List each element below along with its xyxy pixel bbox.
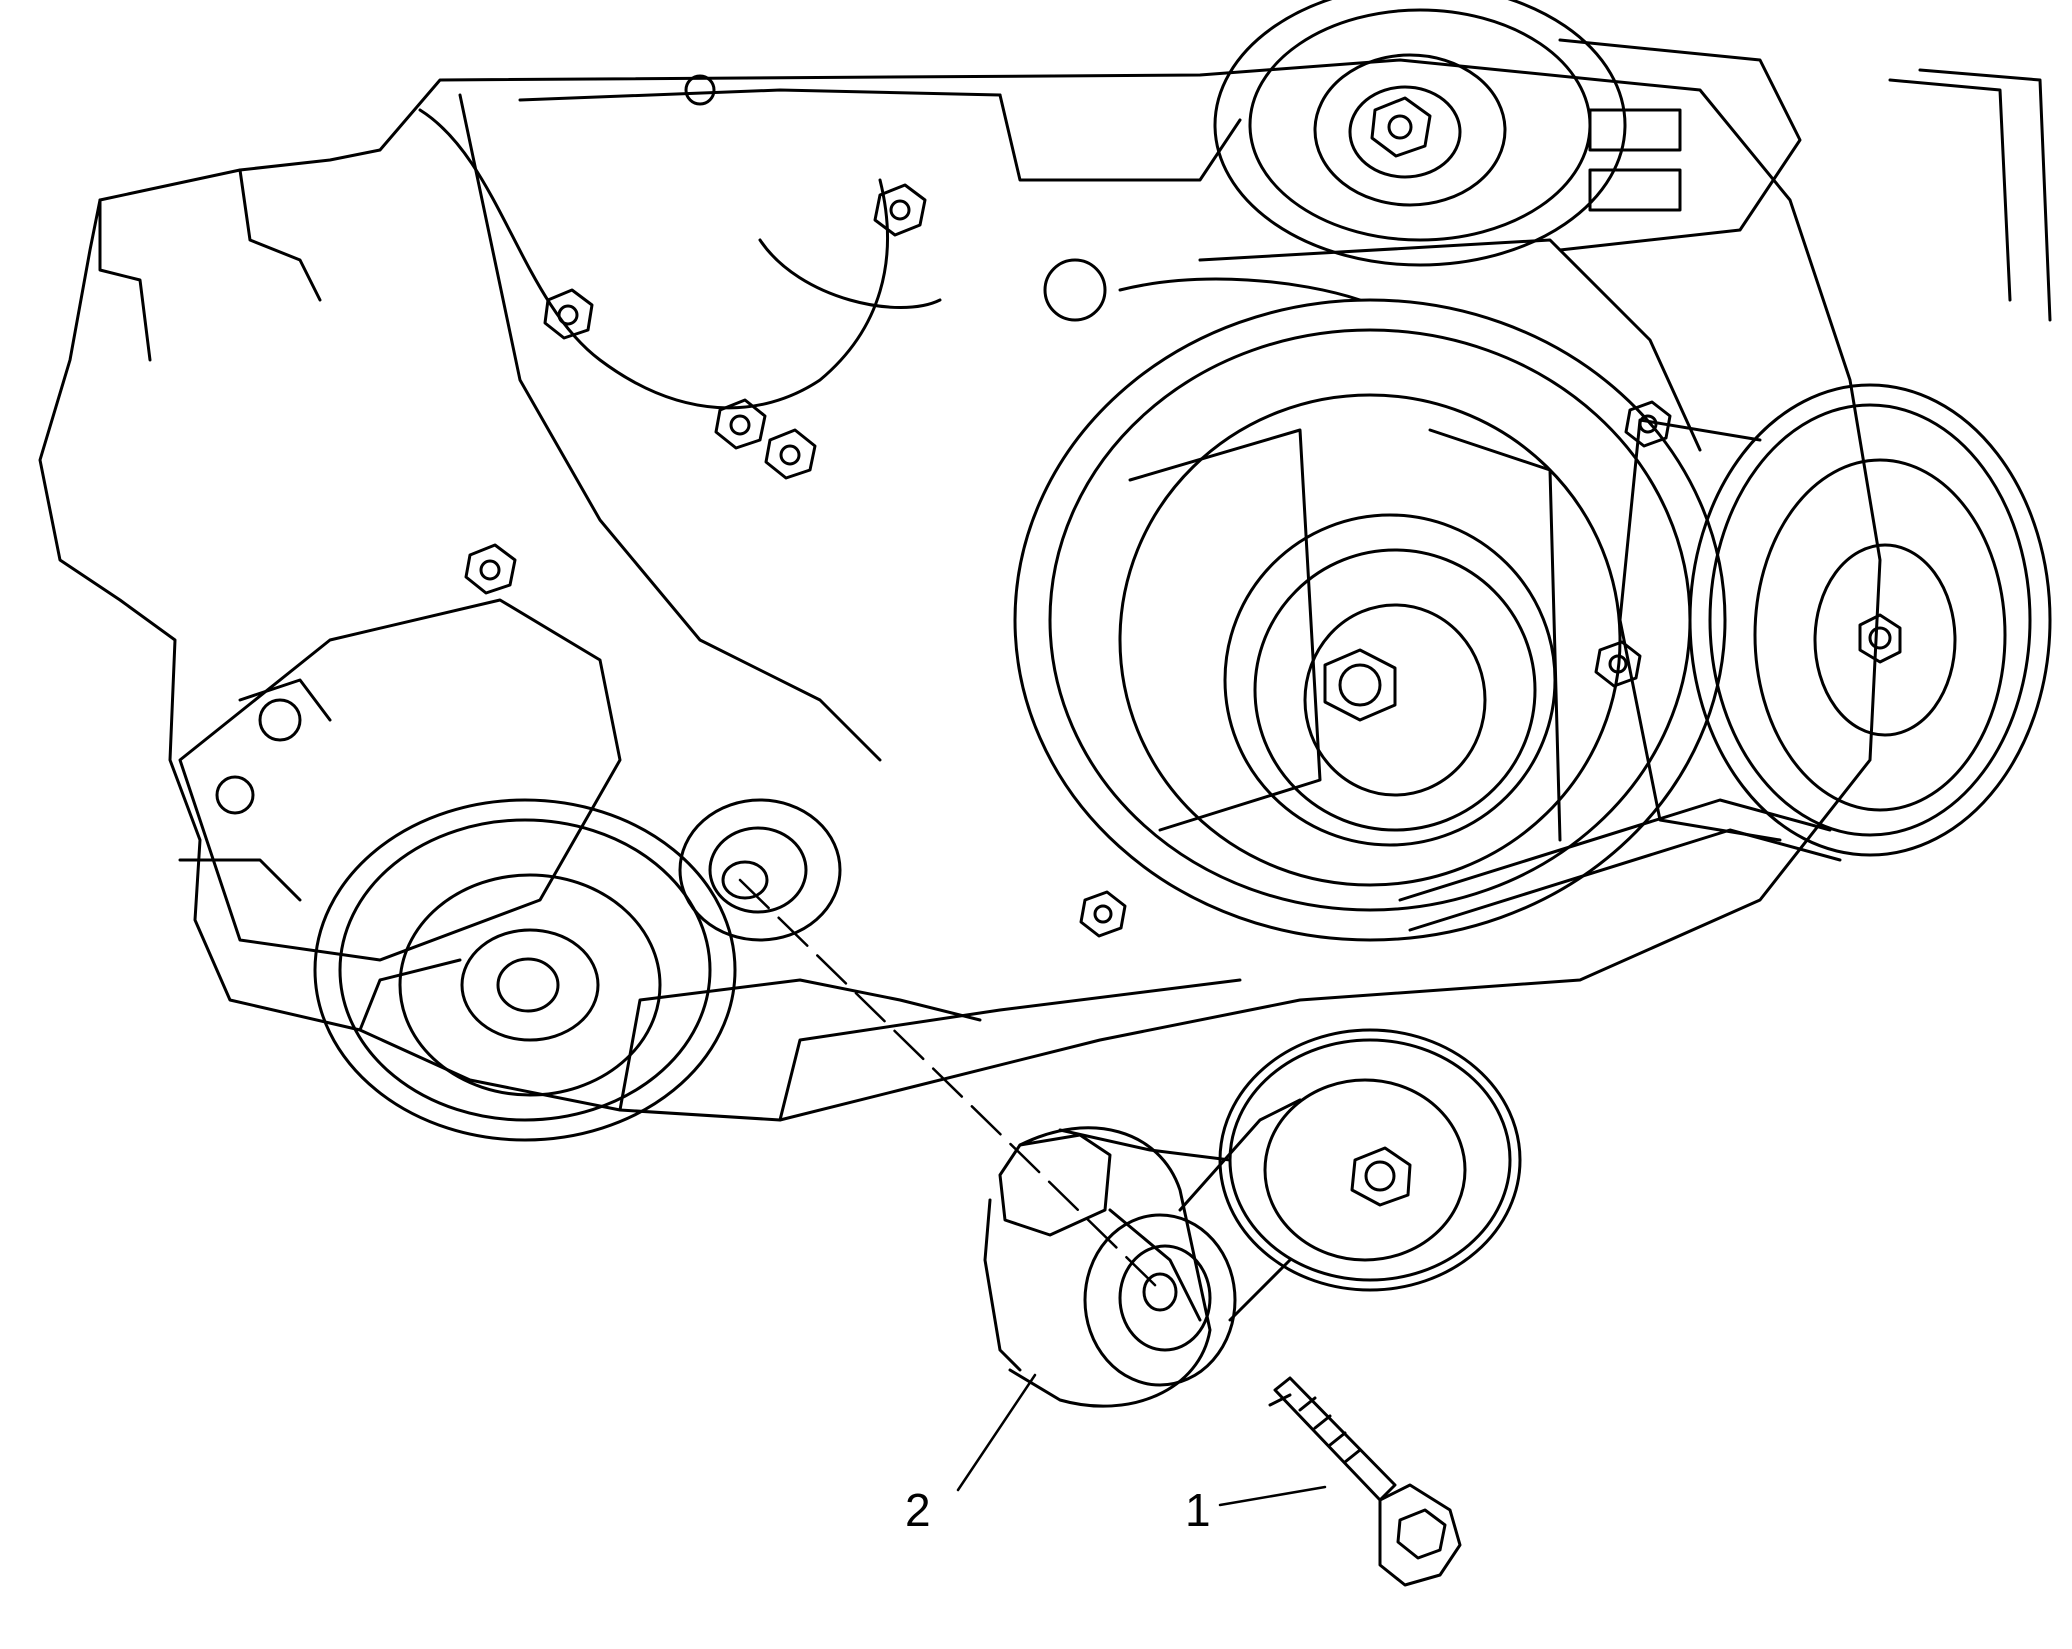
power-steering-pulley [313,798,737,1142]
bolt-head-icon [1079,890,1127,938]
bolt-head-icon [764,428,817,480]
callout-1-leader [1218,1485,1327,1507]
tensioner-bolt [1268,1376,1462,1587]
bolt-head-icon [714,398,767,450]
bolt-head-icon [464,543,517,595]
bolt-head-icon [543,288,594,340]
callout-number-2: 2 [905,1484,931,1536]
tensioner-mount-boss [678,798,842,942]
install-centerline [738,878,1162,1292]
drive-belt-tensioner [983,1028,1522,1408]
callout-2-leader [956,1373,1037,1492]
upper-pulley [1213,0,1802,267]
ac-compressor-pulley [1618,383,2052,857]
bolt-head-icon [1370,96,1432,158]
callout-number-1: 1 [1185,1484,1211,1536]
drive-belt [1398,68,2052,932]
engine-block [38,58,1882,1122]
bolt-head-icon [873,183,927,237]
power-steering-pump [178,598,622,962]
cover-bolts [464,96,1672,938]
